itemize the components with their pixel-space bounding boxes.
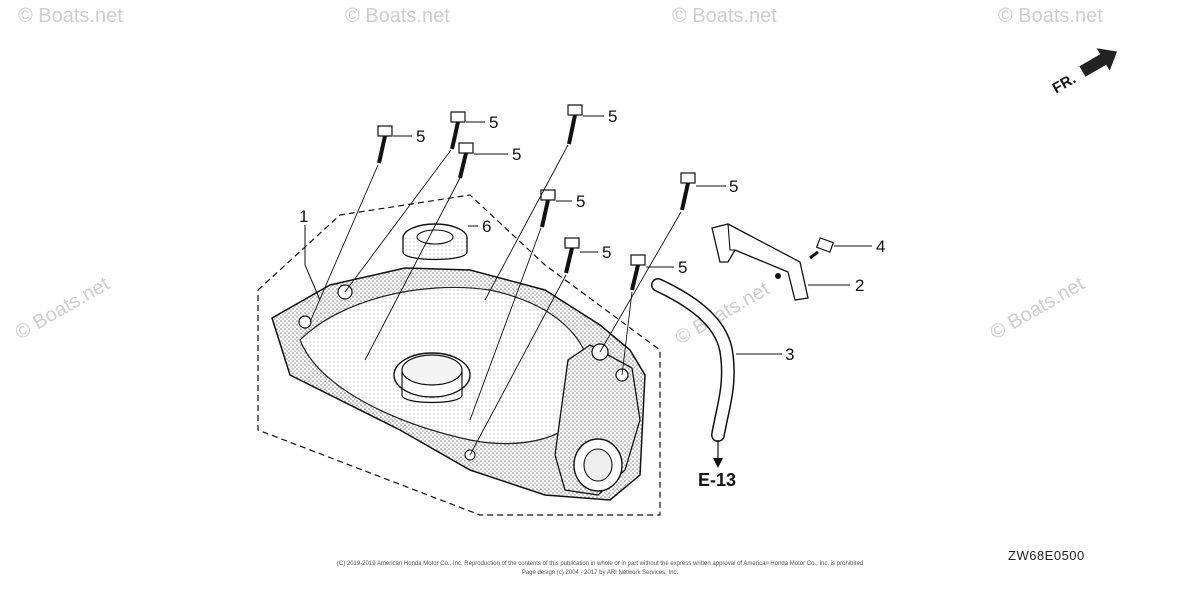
oil-seal	[402, 223, 468, 261]
callout-5: 5	[729, 177, 738, 196]
callout-5: 5	[489, 113, 498, 132]
callout-5: 5	[512, 145, 521, 164]
bolt-5	[630, 254, 646, 291]
reference-label: E-13	[698, 470, 736, 490]
watermark: © Boats.net	[345, 5, 450, 27]
bolt-5	[450, 111, 466, 150]
callout-6: 6	[482, 217, 491, 236]
callout-2: 2	[855, 276, 864, 295]
crankcase-cover	[271, 267, 646, 501]
callout-5: 5	[416, 127, 425, 146]
bolt-4	[809, 237, 835, 260]
callouts: 1 2 3 4 5 5 5 5 5 5 5 5 6 E-13	[299, 107, 885, 490]
front-direction-indicator: FR.	[1049, 48, 1118, 97]
callout-leaders	[304, 115, 872, 355]
arrow-down-icon	[713, 458, 723, 468]
bolt-5	[564, 237, 580, 274]
bolt-5	[680, 172, 696, 211]
callout-5: 5	[678, 258, 687, 277]
watermark: © Boats.net	[12, 273, 114, 345]
page-design-notice: Page design (c) 2004 - 2017 by ARI Netwo…	[521, 570, 679, 576]
bolt-5	[458, 142, 474, 179]
callout-5: 5	[608, 107, 617, 126]
bolt-5	[567, 104, 583, 145]
callout-1: 1	[299, 207, 308, 226]
flange-bolts	[377, 104, 696, 291]
callout-4: 4	[876, 237, 885, 256]
watermark: © Boats.net	[672, 5, 777, 27]
callout-3: 3	[785, 345, 794, 364]
watermark: © Boats.net	[998, 5, 1103, 27]
callout-5: 5	[576, 192, 585, 211]
assembly-lines	[309, 144, 682, 456]
watermark: © Boats.net	[18, 5, 123, 27]
copyright-notice: (C) 2019-2019 American Honda Motor Co., …	[336, 561, 864, 567]
breather-tube	[651, 278, 735, 468]
callout-5: 5	[602, 243, 611, 262]
direction-label: FR.	[1049, 70, 1078, 97]
assembly-boundary	[257, 194, 661, 516]
diagram-code: ZW68E0500	[1008, 548, 1085, 563]
bolt-5	[377, 125, 393, 164]
arrow-icon	[1079, 48, 1118, 77]
bolt-5	[540, 189, 556, 228]
watermark: © Boats.net	[987, 273, 1089, 345]
breather-plate	[711, 223, 809, 301]
